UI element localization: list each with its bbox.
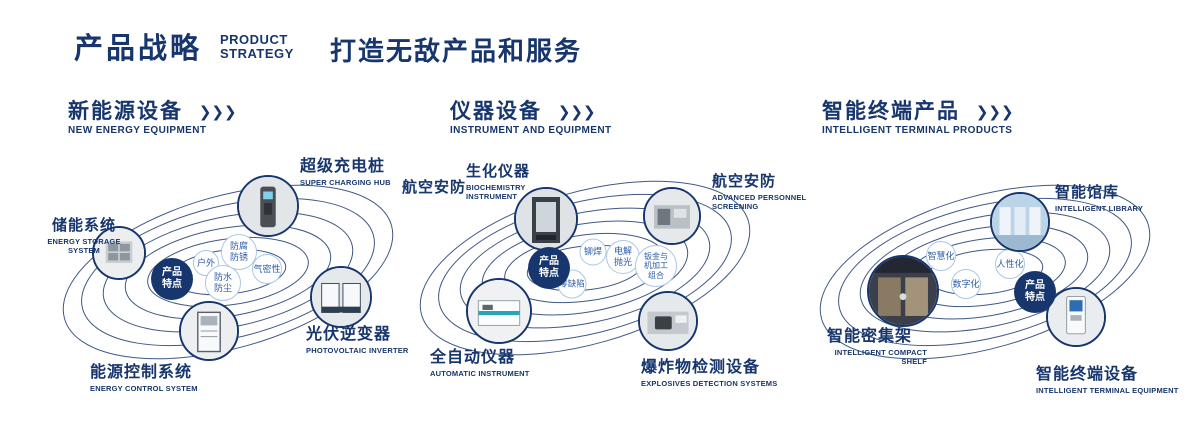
- node-energy-control-system: [179, 301, 239, 361]
- node-label-personnel-screening: 航空安防 ADVANCED PERSONNEL SCREENING: [712, 173, 807, 211]
- intelligent-library-image: [992, 194, 1048, 250]
- product-features-badge: 产品特点: [151, 258, 193, 300]
- node-intelligent-compact-shelf: [867, 255, 939, 327]
- chevrons-icon: ❯❯❯: [557, 104, 596, 121]
- super-charging-hub-image: [239, 177, 297, 235]
- node-label-energy-control-system: 能源控制系统 ENERGY CONTROL SYSTEM: [90, 364, 198, 393]
- node-photovoltaic-inverter: [310, 266, 372, 328]
- node-super-charging-hub: [237, 175, 299, 237]
- intelligent-terminal-equipment-image: [1048, 289, 1104, 345]
- node-label-energy-storage: 储能系统 ENERGY STORAGE SYSTEM: [47, 217, 121, 255]
- section-title-text: 仪器设备: [450, 100, 542, 123]
- page-title-en-line1: PRODUCT: [220, 32, 288, 47]
- energy-control-system-image: [181, 303, 237, 359]
- product-features-badge: 产品特点: [1014, 271, 1056, 313]
- biochemistry-instrument-image: [516, 189, 576, 249]
- node-energy-storage: [92, 226, 146, 280]
- node-label-intelligent-compact-shelf: 智能密集架 INTELLIGENT COMPACT SHELF: [827, 328, 927, 366]
- section-title-new-energy: 新能源设备 ❯❯❯: [68, 95, 237, 125]
- node-intelligent-terminal-equipment: [1046, 287, 1106, 347]
- page-title-en: PRODUCT STRATEGY: [220, 33, 294, 60]
- explosives-detection-image: [640, 293, 696, 349]
- section-title-text: 新能源设备: [68, 100, 183, 123]
- section-subtitle-terminals: INTELLIGENT TERMINAL PRODUCTS: [822, 125, 1013, 136]
- node-automatic-instrument: [466, 278, 532, 344]
- chevrons-icon: ❯❯❯: [975, 104, 1014, 121]
- section-title-instruments: 仪器设备 ❯❯❯: [450, 95, 596, 125]
- feature-bubble-electropolishing: 电解抛光: [606, 240, 640, 274]
- orbit-ellipses-terminals: [819, 184, 1151, 360]
- photovoltaic-inverter-image: [312, 268, 370, 326]
- section-title-text: 智能终端产品: [822, 100, 960, 123]
- automatic-instrument-image: [468, 280, 530, 342]
- page-title: 产品战略: [74, 33, 203, 65]
- node-label-photovoltaic-inverter: 光伏逆变器 PHOTOVOLTAIC INVERTER: [306, 326, 409, 355]
- section-title-terminals: 智能终端产品 ❯❯❯: [822, 95, 1014, 125]
- feature-bubble-sheetmetal: 钣金与机加工组合: [635, 245, 677, 287]
- feature-bubble-waterproof: 防水防尘: [205, 265, 241, 301]
- feature-bubble-smart: 智慧化: [926, 241, 956, 271]
- node-label-biochemistry-instrument: 生化仪器 BIOCHEMISTRY INSTRUMENT: [466, 163, 531, 201]
- node-biochemistry-instrument: [514, 187, 578, 251]
- section-subtitle-new-energy: NEW ENERGY EQUIPMENT: [68, 125, 207, 136]
- page-title-en-line2: STRATEGY: [220, 45, 294, 61]
- node-label-explosives-detection: 爆炸物检测设备 EXPLOSIVES DETECTION SYSTEMS: [641, 359, 778, 388]
- section-subtitle-instruments: INSTRUMENT AND EQUIPMENT: [450, 125, 612, 136]
- chevrons-icon: ❯❯❯: [198, 104, 237, 121]
- feature-bubble-welding: 铆焊: [579, 238, 607, 266]
- label-aviation-security: 航空安防: [402, 179, 467, 196]
- node-label-super-charging-hub: 超级充电桩 SUPER CHARGING HUB: [300, 158, 391, 187]
- node-personnel-screening: [643, 187, 701, 245]
- product-features-badge: 产品特点: [528, 247, 570, 289]
- node-intelligent-library: [990, 192, 1050, 252]
- feature-bubble-anticorrosion: 防腐防锈: [221, 234, 257, 270]
- node-explosives-detection: [638, 291, 698, 351]
- intelligent-compact-shelf-image: [869, 257, 937, 325]
- feature-bubble-digital: 数字化: [951, 269, 981, 299]
- feature-bubble-outdoor: 户外: [193, 250, 219, 276]
- personnel-screening-image: [645, 189, 699, 243]
- energy-storage-image: [94, 228, 144, 278]
- node-label-intelligent-library: 智能馆库 INTELLIGENT LIBRARY: [1055, 184, 1144, 213]
- feature-bubble-airtight: 气密性: [252, 254, 282, 284]
- tagline: 打造无敌产品和服务: [330, 36, 583, 66]
- node-label-automatic-instrument: 全自动仪器 AUTOMATIC INSTRUMENT: [430, 349, 530, 378]
- feature-bubble-humanized: 人性化: [995, 249, 1025, 279]
- node-label-intelligent-terminal-equipment: 智能终端设备 INTELLIGENT TERMINAL EQUIPMENT: [1036, 366, 1179, 395]
